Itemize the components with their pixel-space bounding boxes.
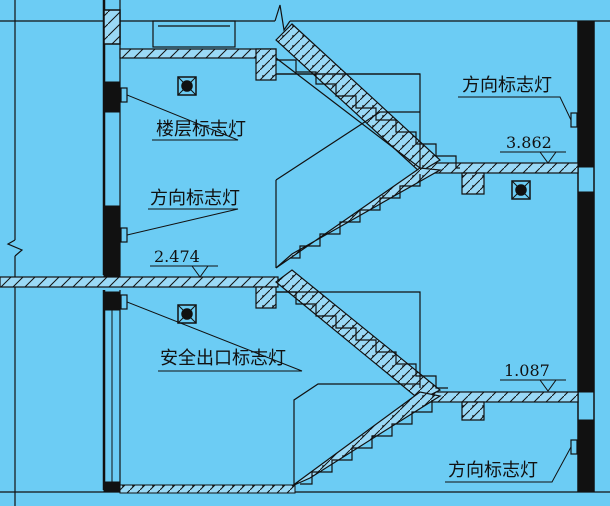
direction-sign-label-bottom: 方向标志灯 [448, 460, 538, 481]
lower-stair-flight [275, 269, 448, 487]
level-upper-landing: 3.862 [506, 133, 552, 152]
exit-sign-label: 安全出口标志灯 [160, 348, 286, 369]
level-marks [150, 151, 566, 392]
light-fixture-icon [511, 180, 531, 200]
top-window [152, 20, 236, 48]
leader-lines [126, 94, 572, 483]
slabs [0, 48, 579, 421]
light-fixture-icon [177, 76, 197, 96]
upper-stair-flight [275, 23, 460, 269]
direction-sign-label-top: 方向标志灯 [462, 75, 552, 96]
level-lower-landing: 1.087 [504, 361, 550, 380]
right-wall [577, 20, 595, 493]
level-floor: 2.474 [154, 247, 200, 266]
direction-sign-label-mid: 方向标志灯 [150, 188, 240, 209]
left-wall [102, 0, 296, 494]
floor-sign-label: 楼层标志灯 [156, 119, 246, 140]
light-fixture-icon [177, 304, 197, 324]
